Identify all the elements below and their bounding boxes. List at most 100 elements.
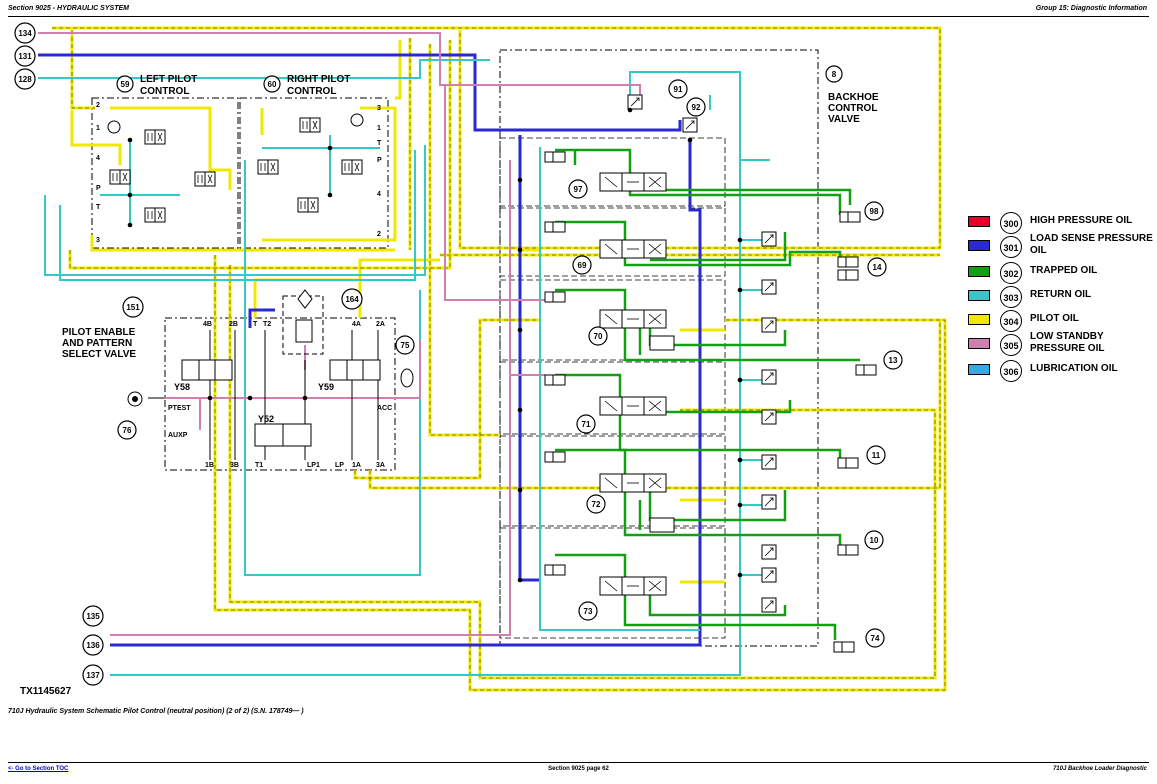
callout-91: 91 xyxy=(674,85,683,94)
legend-item: 306 LUBRICATION OIL xyxy=(968,360,1157,382)
port-label: LP1 xyxy=(307,462,320,469)
left-pilot-label: LEFT PILOT xyxy=(140,74,197,85)
callout-97: 97 xyxy=(574,185,583,194)
go-to-section-toc-link[interactable]: <- Go to Section TOC xyxy=(8,766,69,772)
pilot-enable-label-3: SELECT VALVE xyxy=(62,349,136,360)
legend-item: 300 HIGH PRESSURE OIL xyxy=(968,212,1157,234)
port-label: 1 xyxy=(96,125,100,132)
legend-item: 303 RETURN OIL xyxy=(968,286,1157,308)
legend-swatch xyxy=(968,314,990,325)
port-label: T2 xyxy=(263,321,271,328)
callout-128: 128 xyxy=(18,75,32,84)
solenoid-y58: Y58 xyxy=(174,382,190,392)
port-label: 2 xyxy=(96,102,100,109)
callout-10: 10 xyxy=(870,536,879,545)
pilot-enable-valves xyxy=(127,289,414,447)
valve-section-1 xyxy=(499,137,726,207)
figure-caption: 710J Hydraulic System Schematic Pilot Co… xyxy=(8,708,304,715)
callout-131: 131 xyxy=(18,52,32,61)
legend-swatch xyxy=(968,240,990,251)
port-label: 3A xyxy=(376,462,385,469)
right-pilot-label-2: CONTROL xyxy=(287,86,336,97)
solenoid-y52: Y52 xyxy=(258,414,274,424)
right-pilot-ports: 3 1 T P 4 2 xyxy=(377,105,382,238)
port-label: 2B xyxy=(229,321,238,328)
legend-swatch xyxy=(968,266,990,277)
callout-69: 69 xyxy=(578,261,587,270)
port-label: 1A xyxy=(352,462,361,469)
legend-label: RETURN OIL xyxy=(1030,289,1092,300)
callout-circle-151 xyxy=(122,296,144,318)
callout-72: 72 xyxy=(592,500,601,509)
page-number: Section 9025 page 62 xyxy=(548,766,609,772)
valve-section-5 xyxy=(499,435,726,527)
legend-code: 303 xyxy=(1000,286,1022,308)
callout-circle-8 xyxy=(825,65,843,83)
legend-swatch xyxy=(968,290,990,301)
legend-code: 304 xyxy=(1000,310,1022,332)
right-pilot-label: RIGHT PILOT xyxy=(287,74,350,85)
backhoe-label-2: CONTROL xyxy=(828,103,877,114)
legend-code: 306 xyxy=(1000,360,1022,382)
port-label: 4A xyxy=(352,321,361,328)
callout-70: 70 xyxy=(594,332,603,341)
backhoe-spools xyxy=(544,94,777,613)
port-label: 1B xyxy=(205,462,214,469)
callout-135: 135 xyxy=(86,612,100,621)
callout-60: 60 xyxy=(268,80,277,89)
legend-label: PILOT OIL xyxy=(1030,313,1079,324)
port-label: 2A xyxy=(376,321,385,328)
callout-74: 74 xyxy=(871,634,880,643)
port-label: 3 xyxy=(377,105,381,112)
callout-8: 8 xyxy=(832,70,837,79)
solenoid-labels: Y58 Y59 Y52 xyxy=(174,382,334,424)
cylinder-ports xyxy=(833,211,877,653)
port-label: T1 xyxy=(255,462,263,469)
callout-98: 98 xyxy=(870,207,879,216)
legend-label: TRAPPED OIL xyxy=(1030,265,1098,276)
port-label: 2 xyxy=(377,231,381,238)
left-pilot-boundary xyxy=(91,97,239,249)
port-label: 3 xyxy=(96,237,100,244)
callout-11: 11 xyxy=(872,451,881,460)
header-rule xyxy=(8,16,1149,17)
port-label: AUXP xyxy=(168,432,188,439)
legend-code: 300 xyxy=(1000,212,1022,234)
legend-item: 304 PILOT OIL xyxy=(968,310,1157,332)
legend-item: 301 LOAD SENSE PRESSURE OIL xyxy=(968,233,1157,258)
legend-code: 305 xyxy=(1000,334,1022,356)
port-label: T xyxy=(377,140,382,147)
legend-swatch xyxy=(968,364,990,375)
callout-73: 73 xyxy=(584,607,593,616)
port-label: LP xyxy=(335,462,344,469)
callout-76: 76 xyxy=(123,426,132,435)
right-pilot-boundary xyxy=(239,97,389,249)
footer-rule xyxy=(8,762,1149,763)
callout-circle-60 xyxy=(263,75,281,93)
callout-59: 59 xyxy=(121,80,130,89)
port-label: 4 xyxy=(377,191,381,198)
solenoid-y59: Y59 xyxy=(318,382,334,392)
legend-swatch xyxy=(968,216,990,227)
trapped-oil-lines xyxy=(555,148,860,640)
callout-92: 92 xyxy=(692,103,701,112)
legend-item: 302 TRAPPED OIL xyxy=(968,262,1157,284)
legend-label: HIGH PRESSURE OIL xyxy=(1030,215,1133,226)
section-header: Section 9025 - HYDRAULIC SYSTEM xyxy=(8,5,129,12)
callout-71: 71 xyxy=(582,420,591,429)
backhoe-label-1: BACKHOE xyxy=(828,92,879,103)
legend-label: LUBRICATION OIL xyxy=(1030,363,1118,374)
callout-75: 75 xyxy=(401,341,410,350)
left-pilot-label-2: CONTROL xyxy=(140,86,189,97)
right-pilot-valves xyxy=(257,113,364,213)
legend-code: 302 xyxy=(1000,262,1022,284)
port-label: 4 xyxy=(96,155,100,162)
callout-134: 134 xyxy=(18,29,32,38)
port-label: 1 xyxy=(377,125,381,132)
callout-136: 136 xyxy=(86,641,100,650)
callout-14: 14 xyxy=(873,263,882,272)
port-label: ACC xyxy=(377,405,392,412)
pilot-enable-ports: 4B 2B T T2 4A 2A 1B 3B T1 LP1 LP 1A 3A P… xyxy=(168,321,392,469)
figure-id: TX1145627 xyxy=(20,686,72,697)
